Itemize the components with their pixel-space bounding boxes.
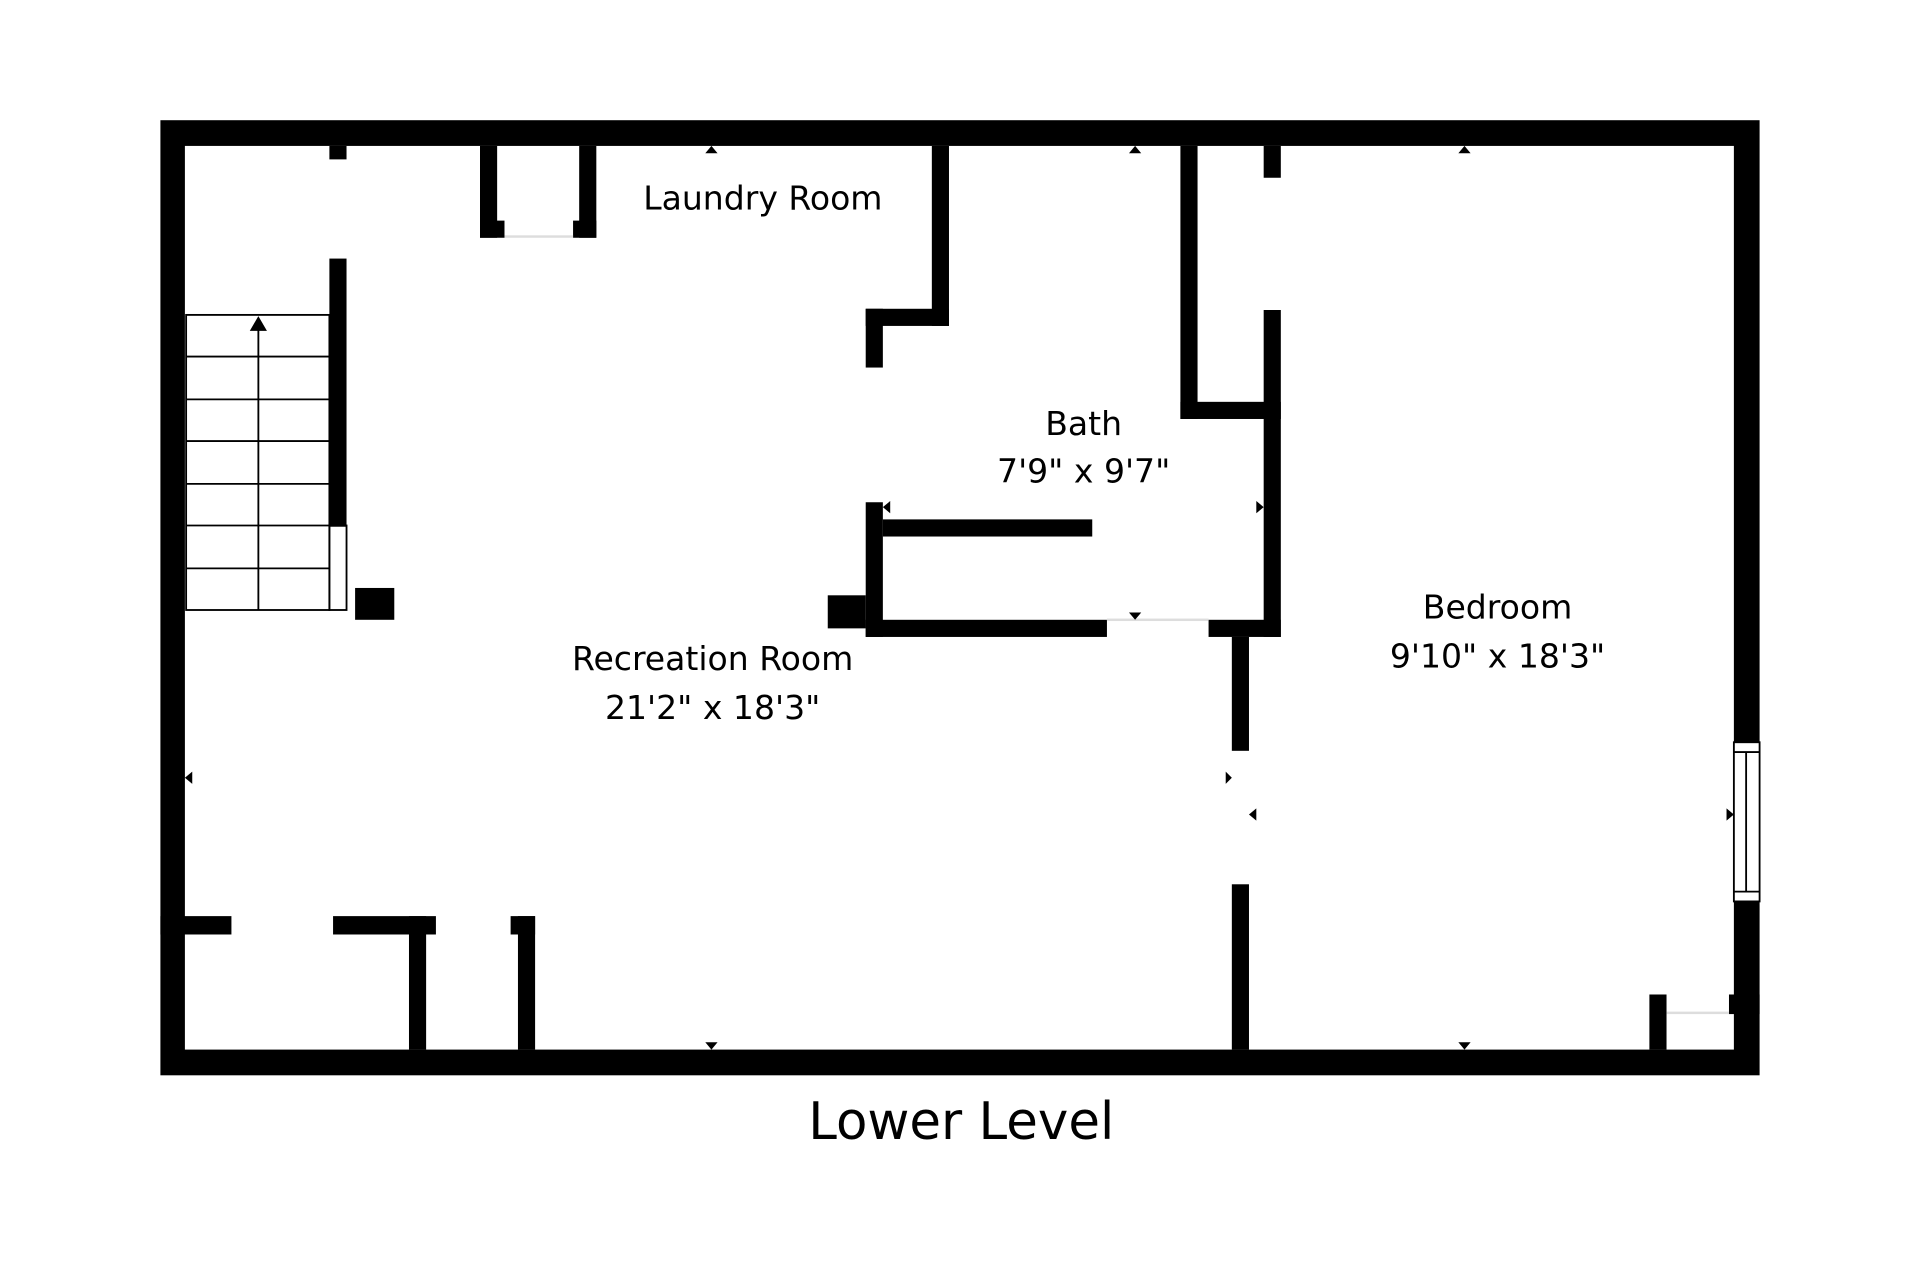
room-name-bedroom: Bedroom	[1423, 588, 1572, 627]
dimension-markers	[184, 145, 1734, 1050]
room-name-recreation: Recreation Room	[572, 639, 853, 678]
bath-shelf	[882, 519, 1093, 537]
room-dimensions-bath: 7'9" x 9'7"	[997, 452, 1170, 491]
column	[827, 595, 866, 629]
window	[1732, 741, 1761, 903]
walls	[160, 120, 1760, 1076]
column	[355, 587, 395, 620]
room-name-laundry: Laundry Room	[643, 179, 882, 218]
room-dimensions-recreation: 21'2" x 18'3"	[605, 688, 820, 727]
floor-title: Lower Level	[808, 1092, 1114, 1152]
stairs	[185, 313, 348, 611]
room-labels: Laundry Room Bath 7'9" x 9'7" Recreation…	[572, 179, 1605, 727]
room-dimensions-bedroom: 9'10" x 18'3"	[1390, 637, 1605, 676]
room-name-bath: Bath	[1045, 404, 1122, 443]
stair-arrow-icon	[249, 316, 267, 331]
